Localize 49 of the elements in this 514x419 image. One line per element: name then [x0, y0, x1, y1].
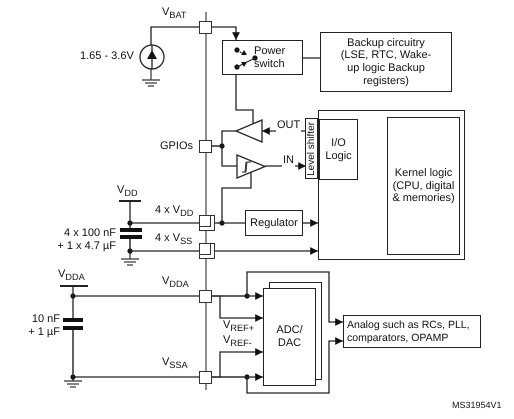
block-label: ADC/ DAC [275, 324, 304, 350]
block-box [387, 117, 460, 255]
pin-label: V$_{DDA}$ [162, 275, 189, 290]
edge-label: V$_{REF-}$ [222, 334, 253, 349]
block-label: I/O Logic [324, 136, 353, 162]
block-label: Level shifter [306, 122, 318, 176]
block-label: Analog such as RCs, PLL, comparators, OPAMP [347, 319, 471, 344]
connector-line [303, 219, 318, 227]
connector-line [212, 145, 237, 167]
connector-line [215, 247, 318, 255]
connector-line [73, 295, 199, 297]
block-label: Kernel logic (CPU, digital & memories) [391, 167, 456, 205]
pin-label: GPIOs [160, 140, 194, 153]
connector-line [235, 75, 254, 124]
connector-line [130, 222, 199, 224]
connector-line [73, 376, 199, 378]
block-label: Backup circuitry (LSE, RTC, Wake-up logic Backup registers) [340, 36, 432, 88]
pin-label: V$_{BAT}$ [162, 6, 186, 21]
voltage-label: 1.65 - 3.6V [80, 50, 134, 63]
block-label: Power switch [254, 44, 286, 70]
block-box [319, 119, 358, 180]
connector-line [265, 162, 306, 170]
connector-line [303, 57, 320, 59]
connector-line [129, 202, 131, 216]
block-box [343, 315, 481, 348]
level-shifter-box [305, 118, 318, 179]
block-label: Regulator [250, 216, 298, 230]
power-switch-box [222, 40, 303, 75]
connector-line [212, 271, 343, 326]
figure-id-label: MS31954V1 [452, 400, 502, 410]
pin-label: 4 x V$_{SS}$ [155, 232, 192, 247]
connector-line [150, 26, 199, 45]
connector-line [130, 250, 199, 252]
supply-label: V$_{DDA}$ [58, 268, 85, 283]
connector-line [215, 222, 245, 224]
edge-label: OUT [276, 119, 302, 132]
pin-label: 4 x V$_{DD}$ [155, 204, 194, 219]
capacitance-label: 10 nF + 1 µF [27, 313, 60, 338]
core-domain-box [318, 110, 465, 260]
connector-line [217, 172, 252, 224]
pin-label: V$_{SSA}$ [162, 356, 188, 371]
connector-line [212, 26, 240, 40]
capacitance-label: 4 x 100 nF + 1 x 4.7 µF [56, 227, 116, 252]
block-box [320, 32, 452, 92]
edge-label: IN [282, 154, 295, 167]
block-box [245, 210, 303, 236]
connector-line [212, 337, 343, 394]
supply-label: V$_{DD}$ [117, 184, 138, 199]
edge-label: V$_{REF+}$ [222, 319, 256, 334]
